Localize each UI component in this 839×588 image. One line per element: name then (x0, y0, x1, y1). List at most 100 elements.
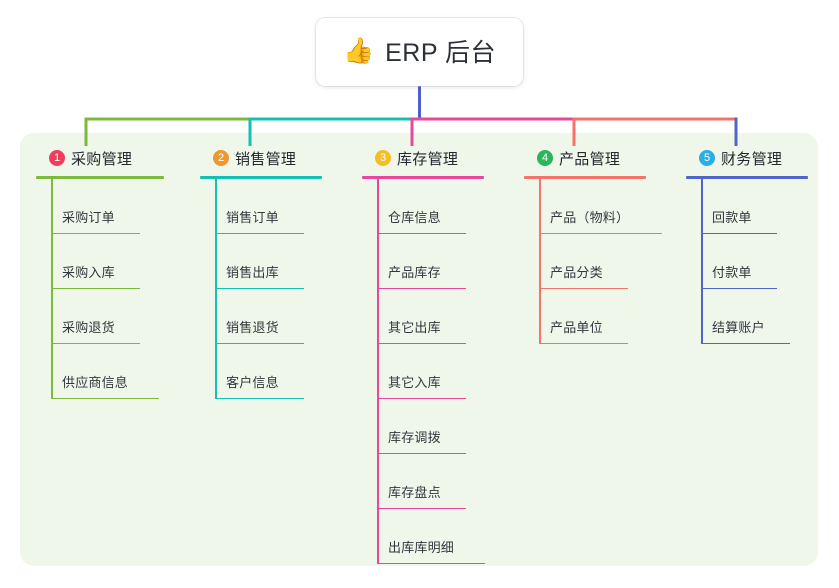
branch-item[interactable]: 产品（物料） (524, 179, 662, 234)
branch-item-list: 仓库信息产品库存其它出库其它入库库存调拨库存盘点出库库明细 (362, 179, 485, 564)
branch-underline (36, 176, 164, 179)
branch-item-underline (216, 287, 304, 289)
branch-item-underline (378, 232, 466, 234)
branch-item[interactable]: 结算账户 (686, 289, 808, 344)
branch-item-label: 销售退货 (226, 320, 279, 335)
thumbs-up-icon: 👍 (342, 36, 375, 65)
branch-item-label: 产品单位 (550, 320, 603, 335)
branch-header-2[interactable]: 2 销售管理 (200, 146, 322, 170)
branch-underline (524, 176, 646, 179)
branch-item-underline (52, 397, 159, 399)
branch-item[interactable]: 其它入库 (362, 344, 484, 399)
branch-item-underline (52, 232, 140, 234)
branch-number-badge: 3 (375, 150, 391, 166)
branch-column-2: 2 销售管理销售订单销售出库销售退货客户信息 (200, 146, 322, 399)
branch-item-underline (540, 342, 628, 344)
branches-panel (20, 133, 818, 566)
branch-title: 销售管理 (235, 150, 297, 168)
branch-item-list: 回款单付款单结算账户 (686, 179, 808, 344)
branch-item[interactable]: 仓库信息 (362, 179, 484, 234)
branch-item-underline (540, 232, 662, 234)
branch-item-underline (216, 397, 304, 399)
branch-item-list: 产品（物料） 产品分类产品单位 (524, 179, 662, 344)
branch-item-label: 库存盘点 (388, 485, 441, 500)
branch-item-underline (216, 342, 304, 344)
branch-item[interactable]: 付款单 (686, 234, 808, 289)
branch-item[interactable]: 库存盘点 (362, 454, 484, 509)
branch-number-badge: 1 (49, 150, 65, 166)
branch-spine (701, 179, 703, 344)
branch-header-5[interactable]: 5 财务管理 (686, 146, 808, 170)
branch-item-underline (702, 342, 790, 344)
branch-column-3: 3 库存管理仓库信息产品库存其它出库其它入库库存调拨库存盘点出库库明细 (362, 146, 485, 564)
root-node-label: ERP 后台 (385, 39, 497, 67)
branch-item-underline (378, 342, 466, 344)
branch-header-4[interactable]: 4 产品管理 (524, 146, 646, 170)
branch-item-underline (540, 287, 628, 289)
branch-item-underline (52, 342, 140, 344)
branch-item-label: 采购入库 (62, 265, 115, 280)
branch-item-label: 供应商信息 (62, 375, 129, 390)
branch-spine (51, 179, 53, 399)
branch-item-list: 采购订单采购入库采购退货供应商信息 (36, 179, 164, 399)
branch-item-label: 结算账户 (712, 320, 765, 335)
branch-number-badge: 2 (213, 150, 229, 166)
branch-item[interactable]: 采购入库 (36, 234, 164, 289)
branch-item-label: 产品分类 (550, 265, 603, 280)
branch-item[interactable]: 销售退货 (200, 289, 322, 344)
branch-item-underline (216, 232, 304, 234)
branch-item-underline (378, 507, 466, 509)
branch-item-label: 回款单 (712, 210, 752, 225)
branch-title: 财务管理 (721, 150, 783, 168)
branch-title: 库存管理 (397, 150, 459, 168)
branch-item[interactable]: 产品库存 (362, 234, 484, 289)
branch-item-underline (702, 287, 777, 289)
root-node[interactable]: 👍 ERP 后台 (316, 18, 523, 86)
branch-item-label: 采购退货 (62, 320, 115, 335)
branch-item-underline (702, 232, 777, 234)
branch-item[interactable]: 客户信息 (200, 344, 322, 399)
branch-title: 产品管理 (559, 150, 621, 168)
branch-item-label: 采购订单 (62, 210, 115, 225)
branch-item[interactable]: 产品分类 (524, 234, 646, 289)
branch-underline (200, 176, 322, 179)
branch-number-badge: 5 (699, 150, 715, 166)
branch-item[interactable]: 库存调拨 (362, 399, 484, 454)
branch-column-5: 5 财务管理回款单付款单结算账户 (686, 146, 808, 344)
branch-number-badge: 4 (537, 150, 553, 166)
branch-underline (686, 176, 808, 179)
branch-item-list: 销售订单销售出库销售退货客户信息 (200, 179, 322, 399)
branch-item[interactable]: 产品单位 (524, 289, 646, 344)
branch-item-label: 其它出库 (388, 320, 441, 335)
branch-title: 采购管理 (71, 150, 133, 168)
branch-item-label: 付款单 (712, 265, 752, 280)
branch-header-1[interactable]: 1 采购管理 (36, 146, 164, 170)
branch-item[interactable]: 销售出库 (200, 234, 322, 289)
branch-item-underline (52, 287, 140, 289)
branch-item[interactable]: 采购退货 (36, 289, 164, 344)
branch-header-3[interactable]: 3 库存管理 (362, 146, 484, 170)
branch-item-label: 出库库明细 (388, 540, 455, 555)
branch-spine (539, 179, 541, 344)
branch-item-underline (378, 397, 466, 399)
branch-item-label: 库存调拨 (388, 430, 441, 445)
branch-item-label: 客户信息 (226, 375, 279, 390)
branch-item[interactable]: 采购订单 (36, 179, 164, 234)
branch-item-underline (378, 562, 485, 564)
branch-spine (377, 179, 379, 564)
branch-item-label: 仓库信息 (388, 210, 441, 225)
branch-item[interactable]: 回款单 (686, 179, 808, 234)
branch-item-underline (378, 287, 466, 289)
branch-item[interactable]: 销售订单 (200, 179, 322, 234)
branch-item[interactable]: 供应商信息 (36, 344, 164, 399)
branch-item[interactable]: 其它出库 (362, 289, 484, 344)
branch-column-4: 4 产品管理产品（物料） 产品分类产品单位 (524, 146, 662, 344)
root-node-content: 👍 ERP 后台 (343, 33, 496, 69)
branch-item[interactable]: 出库库明细 (362, 509, 485, 564)
branch-item-label: 其它入库 (388, 375, 441, 390)
branch-item-label: 销售订单 (226, 210, 279, 225)
branch-underline (362, 176, 484, 179)
branch-item-label: 产品（物料） (550, 210, 630, 225)
branch-column-1: 1 采购管理采购订单采购入库采购退货供应商信息 (36, 146, 164, 399)
